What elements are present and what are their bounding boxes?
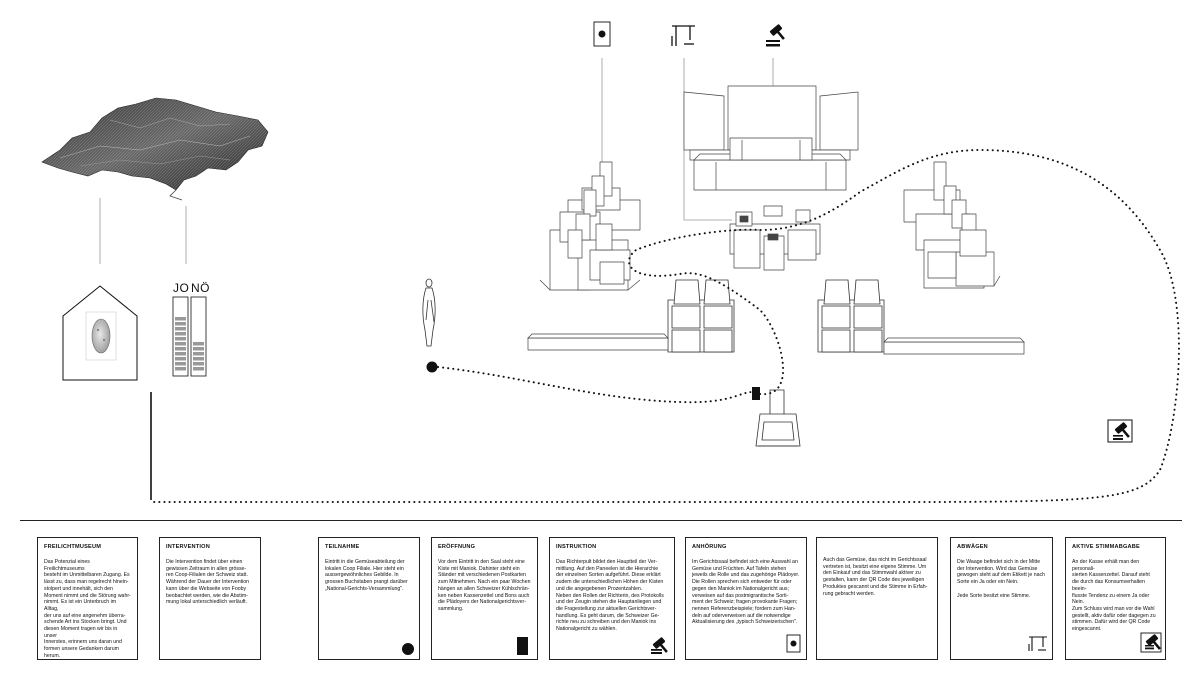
postcard-circle-icon xyxy=(593,21,611,47)
card-title: TEILNAHME xyxy=(325,544,360,550)
gavel-icon xyxy=(1140,632,1162,653)
floor-bench xyxy=(527,333,1025,355)
card-aktive-stimmabgabe: AKTIVE STIMMABGABE An der Kasse erhält m… xyxy=(1065,537,1166,660)
visitor-route xyxy=(437,366,753,404)
circle-marker-icon xyxy=(402,643,414,655)
vote-tendency-bars xyxy=(172,296,207,377)
black-bar-marker-icon xyxy=(517,637,528,655)
card-instruktion: INSTRUKTION Das Richterpult bildet den H… xyxy=(549,537,675,660)
card-freilichtmuseum: FREILICHTMUSEUM Das Potenzial eines Frei… xyxy=(37,537,138,660)
card-title: INTERVENTION xyxy=(166,544,210,550)
switzerland-relief-map xyxy=(41,97,269,201)
visitor-figure xyxy=(422,278,436,347)
section-divider xyxy=(20,520,1182,521)
card-eroeffnung: ERÖFFNUNG Vor dem Eintritt in den Saal s… xyxy=(431,537,538,660)
crates-left xyxy=(539,161,641,291)
card-qr-code: Auch das Gemüse, das nicht im Gerichtssa… xyxy=(816,537,938,660)
card-text: An der Kasse erhält man den personali- s… xyxy=(1072,559,1156,633)
card-title: AKTIVE STIMMABGABE xyxy=(1072,544,1140,550)
manioc-icon xyxy=(91,318,111,354)
gavel-icon xyxy=(651,636,668,654)
final-vote-gavel-icon xyxy=(1107,419,1133,443)
card-text: Vor dem Eintritt in den Saal steht eine … xyxy=(438,559,531,612)
card-title: INSTRUKTION xyxy=(556,544,597,550)
card-text: Im Gerichtssaal befindet sich eine Auswa… xyxy=(692,559,800,626)
card-intervention: INTERVENTION Die Intervention findet übe… xyxy=(159,537,261,660)
black-bar-marker-icon xyxy=(752,387,760,400)
store-house-icon xyxy=(62,285,138,381)
card-text: Die Waage befindet sich in der Mitte der… xyxy=(957,559,1045,586)
scale-icon xyxy=(671,25,695,46)
judges-bench xyxy=(683,85,859,191)
card-title: ERÖFFNUNG xyxy=(438,544,476,550)
scale-icon xyxy=(1028,636,1047,651)
gavel-icon xyxy=(766,23,785,47)
card-text: Das Richterpult bildet den Hauptteil der… xyxy=(556,559,664,633)
card-teilnahme: TEILNAHME Eintritt in die Gemüseabteilun… xyxy=(318,537,420,660)
card-text: Eintritt in die Gemüseabteilung der loka… xyxy=(325,559,408,592)
vote-label-yes: JO xyxy=(173,281,190,295)
entrance-marker-icon xyxy=(426,361,438,373)
vote-label-no: NÖ xyxy=(191,281,210,295)
scale-pedestal xyxy=(755,389,801,447)
card-title: FREILICHTMUSEUM xyxy=(44,544,102,550)
witness-tables xyxy=(729,205,821,271)
card-text: Auch das Gemüse, das nicht im Gerichtssa… xyxy=(823,557,928,597)
card-title: ANHÖRUNG xyxy=(692,544,727,550)
postcard-circle-icon xyxy=(786,634,801,653)
crates-front-right xyxy=(817,279,885,353)
crates-right xyxy=(903,161,1001,289)
card-text: Die Intervention findet über einen gewis… xyxy=(166,559,250,606)
crates-front-left xyxy=(667,279,735,353)
card-text-extra: Jede Sorte besitzt eine Stimme. xyxy=(957,592,1031,599)
card-abwaegen: ABWÄGEN Die Waage befindet sich in der M… xyxy=(950,537,1053,660)
card-text: Das Potenzial eines Freilichtmuseums bes… xyxy=(44,559,131,659)
card-anhoerung: ANHÖRUNG Im Gerichtssaal befindet sich e… xyxy=(685,537,807,660)
card-title: ABWÄGEN xyxy=(957,544,988,550)
